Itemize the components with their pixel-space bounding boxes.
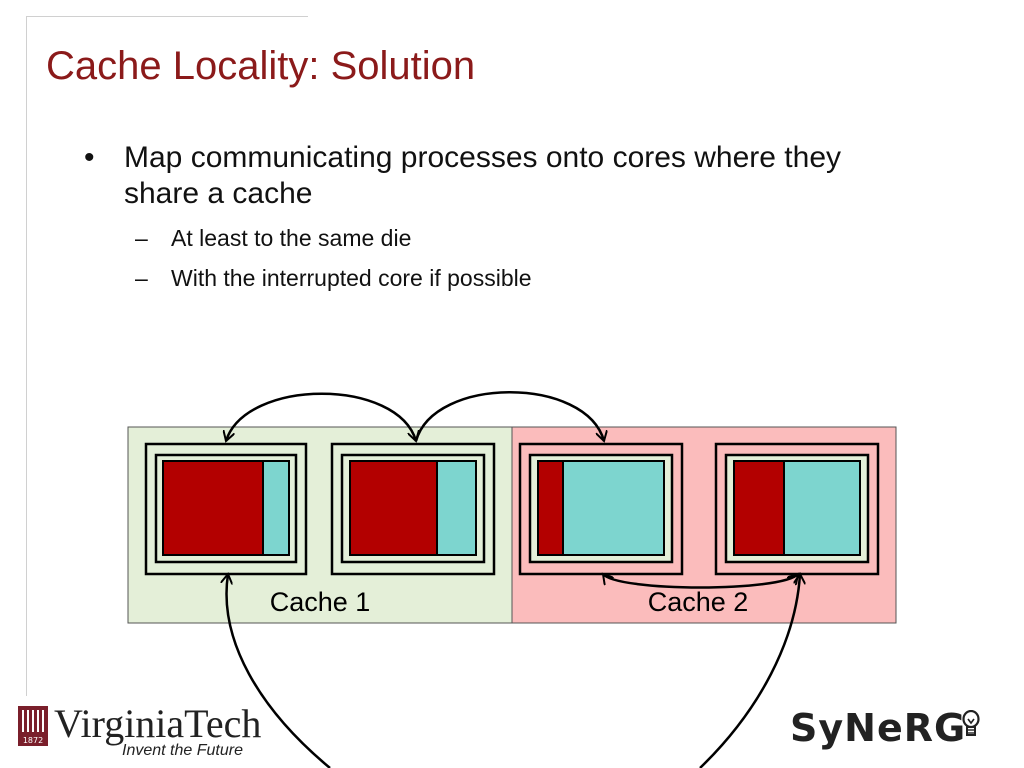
slide-title: Cache Locality: Solution	[46, 44, 476, 88]
bullet-list: • Map communicating processes onto cores…	[84, 140, 904, 292]
arrow-core4-bottom	[699, 574, 800, 768]
cache-1-label: Cache 1	[270, 587, 371, 617]
sub-bullet-item: – With the interrupted core if possible	[135, 264, 904, 292]
core-idle-bar	[562, 460, 665, 556]
arrow-core2-core3	[414, 391, 604, 441]
die-3	[518, 442, 684, 576]
frame-top-line	[26, 16, 308, 17]
die-1	[144, 442, 308, 576]
core-outer-3	[518, 442, 684, 576]
sub-bullet-text: At least to the same die	[171, 225, 412, 251]
cache-2-label: Cache 2	[648, 587, 749, 617]
arrow-core1-core2	[226, 392, 416, 441]
synerg-logo: SyNeRG	[790, 706, 1000, 758]
die-4	[714, 442, 880, 576]
vt-wordmark: VirginiaTech	[54, 701, 262, 746]
arrow-core3-core4	[603, 574, 798, 589]
core-idle-bar	[262, 460, 290, 556]
arrows	[226, 391, 800, 768]
core-busy-bar	[349, 460, 438, 556]
sub-bullet-marker: –	[135, 225, 148, 251]
core-busy-bar	[733, 460, 785, 556]
core-busy-bar	[162, 460, 264, 556]
virginia-tech-logo: 1872 VirginiaTech Invent the Future	[16, 700, 276, 764]
bullet-text: Map communicating processes onto cores w…	[124, 141, 842, 210]
bullet-item: • Map communicating processes onto cores…	[84, 140, 904, 212]
vt-hokie-stone-icon: 1872	[18, 706, 48, 746]
sub-bullet-marker: –	[135, 265, 148, 291]
sub-bullet-item: – At least to the same die	[135, 224, 904, 252]
sub-bullet-text: With the interrupted core if possible	[171, 265, 532, 291]
synerg-wordmark: SyNeRG	[790, 706, 967, 750]
arrow-core1-bottom	[227, 574, 331, 768]
lightbulb-icon	[962, 710, 980, 736]
vt-year: 1872	[22, 736, 44, 745]
core-idle-bar	[783, 460, 861, 556]
die-2	[330, 442, 496, 576]
vt-tagline: Invent the Future	[122, 742, 243, 759]
frame-left-line	[26, 16, 27, 696]
core-outer-2	[330, 442, 496, 576]
core-busy-bar	[537, 460, 564, 556]
core-idle-bar	[436, 460, 477, 556]
bullet-marker: •	[84, 141, 95, 174]
